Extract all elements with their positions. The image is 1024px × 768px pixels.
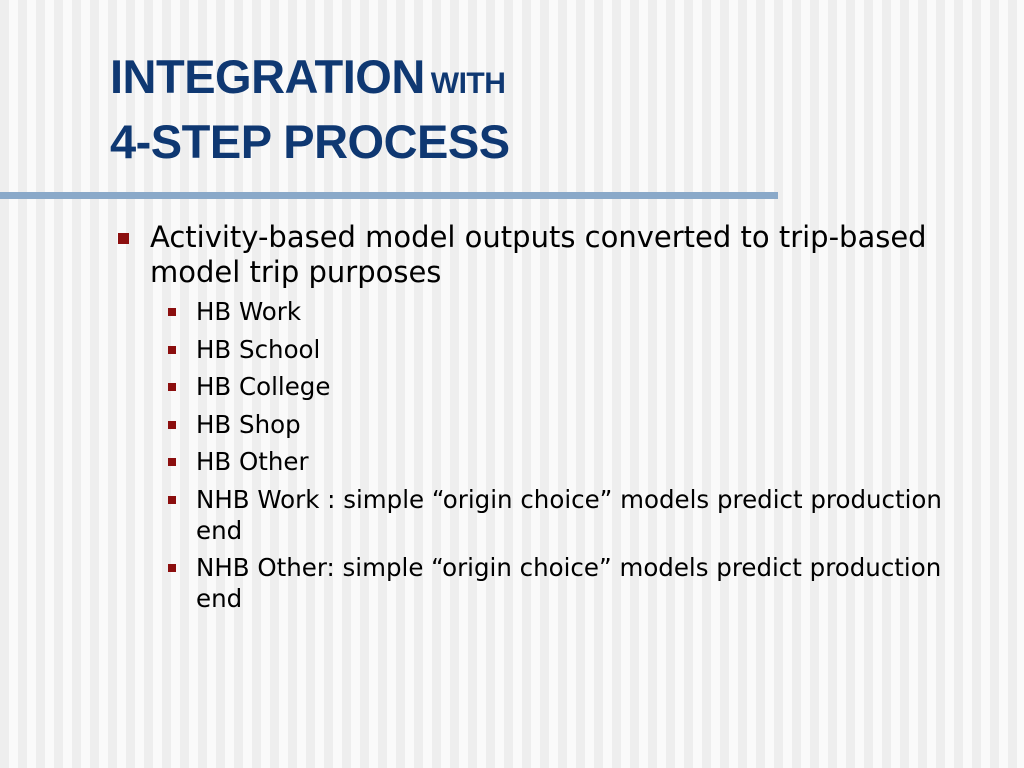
sub-bullet-text: HB School: [196, 334, 321, 364]
sub-bullet-text: HB College: [196, 372, 331, 401]
square-bullet-icon: [168, 564, 176, 572]
title-with: WITH: [430, 67, 506, 100]
title-divider: [0, 192, 778, 199]
square-bullet-icon: [168, 495, 176, 504]
bullet-list: Activity-based model outputs converted t…: [112, 220, 972, 621]
square-bullet-icon: [168, 383, 176, 391]
sub-bullet-text: HB Work: [196, 297, 302, 326]
sub-bullet-item: NHB Other: simple “origin choice” models…: [164, 552, 972, 614]
sub-bullet-item: HB Other: [164, 446, 972, 477]
sub-bullet-text: NHB Work : simple “origin choice” models…: [196, 484, 942, 545]
sub-bullet-item: HB College: [164, 371, 972, 402]
bullet-main: Activity-based model outputs converted t…: [112, 220, 972, 290]
sub-bullet-item: HB School: [164, 334, 972, 365]
sub-bullet-item: NHB Work : simple “origin choice” models…: [164, 484, 972, 546]
sub-bullet-item: HB Shop: [164, 409, 972, 440]
sub-bullet-text: HB Other: [196, 447, 309, 476]
square-bullet-icon: [168, 345, 176, 354]
sub-bullet-list: HB Work HB School HB College HB Shop HB …: [112, 296, 972, 614]
sub-bullet-text: HB Shop: [196, 409, 301, 439]
title-line-2: 4-STEP PROCESS: [110, 115, 510, 168]
bullet-main-text: Activity-based model outputs converted t…: [150, 220, 927, 289]
sub-bullet-text: NHB Other: simple “origin choice” models…: [196, 553, 942, 613]
square-bullet-icon: [168, 308, 176, 316]
square-bullet-icon: [118, 233, 129, 244]
square-bullet-icon: [168, 420, 176, 429]
sub-bullet-item: HB Work: [164, 296, 972, 327]
square-bullet-icon: [168, 458, 176, 466]
title-integration: INTEGRATION: [110, 50, 425, 103]
